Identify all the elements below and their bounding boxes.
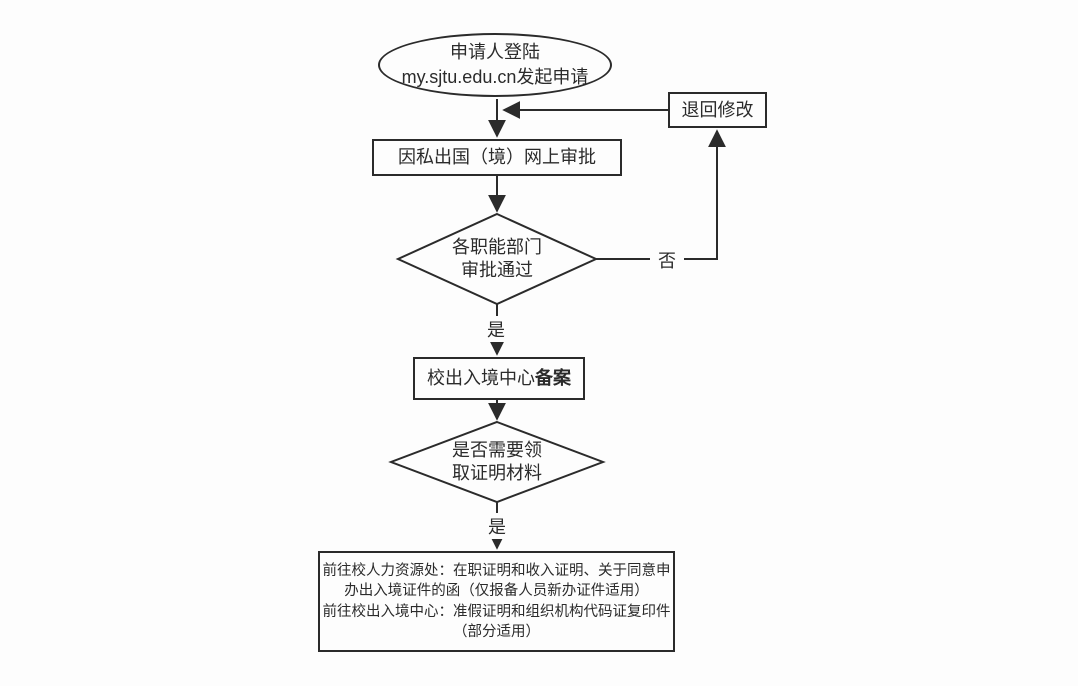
materials-line4: （部分适用） xyxy=(453,624,540,640)
materials-decision-diamond-text: 是否需要领 取证明材料 xyxy=(391,422,603,502)
materials-decision-line2: 取证明材料 xyxy=(452,463,542,483)
materials-line1: 前往校人力资源处：在职证明和收入证明、关于同意申 xyxy=(322,562,671,579)
materials-line2: 办出入境证件的函（仅报备人员新办证件适用） xyxy=(344,583,649,599)
online-approval-box: 因私出国（境）网上审批 xyxy=(372,139,622,176)
dept-approval-line2: 审批通过 xyxy=(461,260,533,280)
edge-label-no: 否 xyxy=(650,246,684,273)
start-line2: my.sjtu.edu.cn发起申请 xyxy=(401,67,589,87)
return-edit-box: 退回修改 xyxy=(668,92,767,128)
connector-dept-decision-no-to-return xyxy=(596,129,726,260)
dept-approval-diamond-text: 各职能部门 审批通过 xyxy=(398,214,596,304)
record-filing-box: 校出入境中心备案 xyxy=(413,357,585,400)
materials-instruction-box: 前往校人力资源处：在职证明和收入证明、关于同意申 办出入境证件的函（仅报备人员新… xyxy=(318,551,675,652)
dept-approval-line1: 各职能部门 xyxy=(452,237,542,257)
edge-label-yes-1: 是 xyxy=(480,316,512,342)
start-line1: 申请人登陆 xyxy=(450,42,540,62)
record-filing-text: 校出入境中心 xyxy=(427,368,535,388)
online-approval-label: 因私出国（境）网上审批 xyxy=(398,147,596,167)
start-terminator: 申请人登陆 my.sjtu.edu.cn发起申请 xyxy=(378,33,612,97)
materials-decision-line1: 是否需要领 xyxy=(452,440,542,460)
return-edit-label: 退回修改 xyxy=(681,99,754,120)
record-filing-bold-text: 备案 xyxy=(535,368,571,388)
materials-line3: 前往校出入境中心：准假证明和组织机构代码证复印件 xyxy=(322,603,671,620)
edge-label-yes-2: 是 xyxy=(481,513,513,539)
